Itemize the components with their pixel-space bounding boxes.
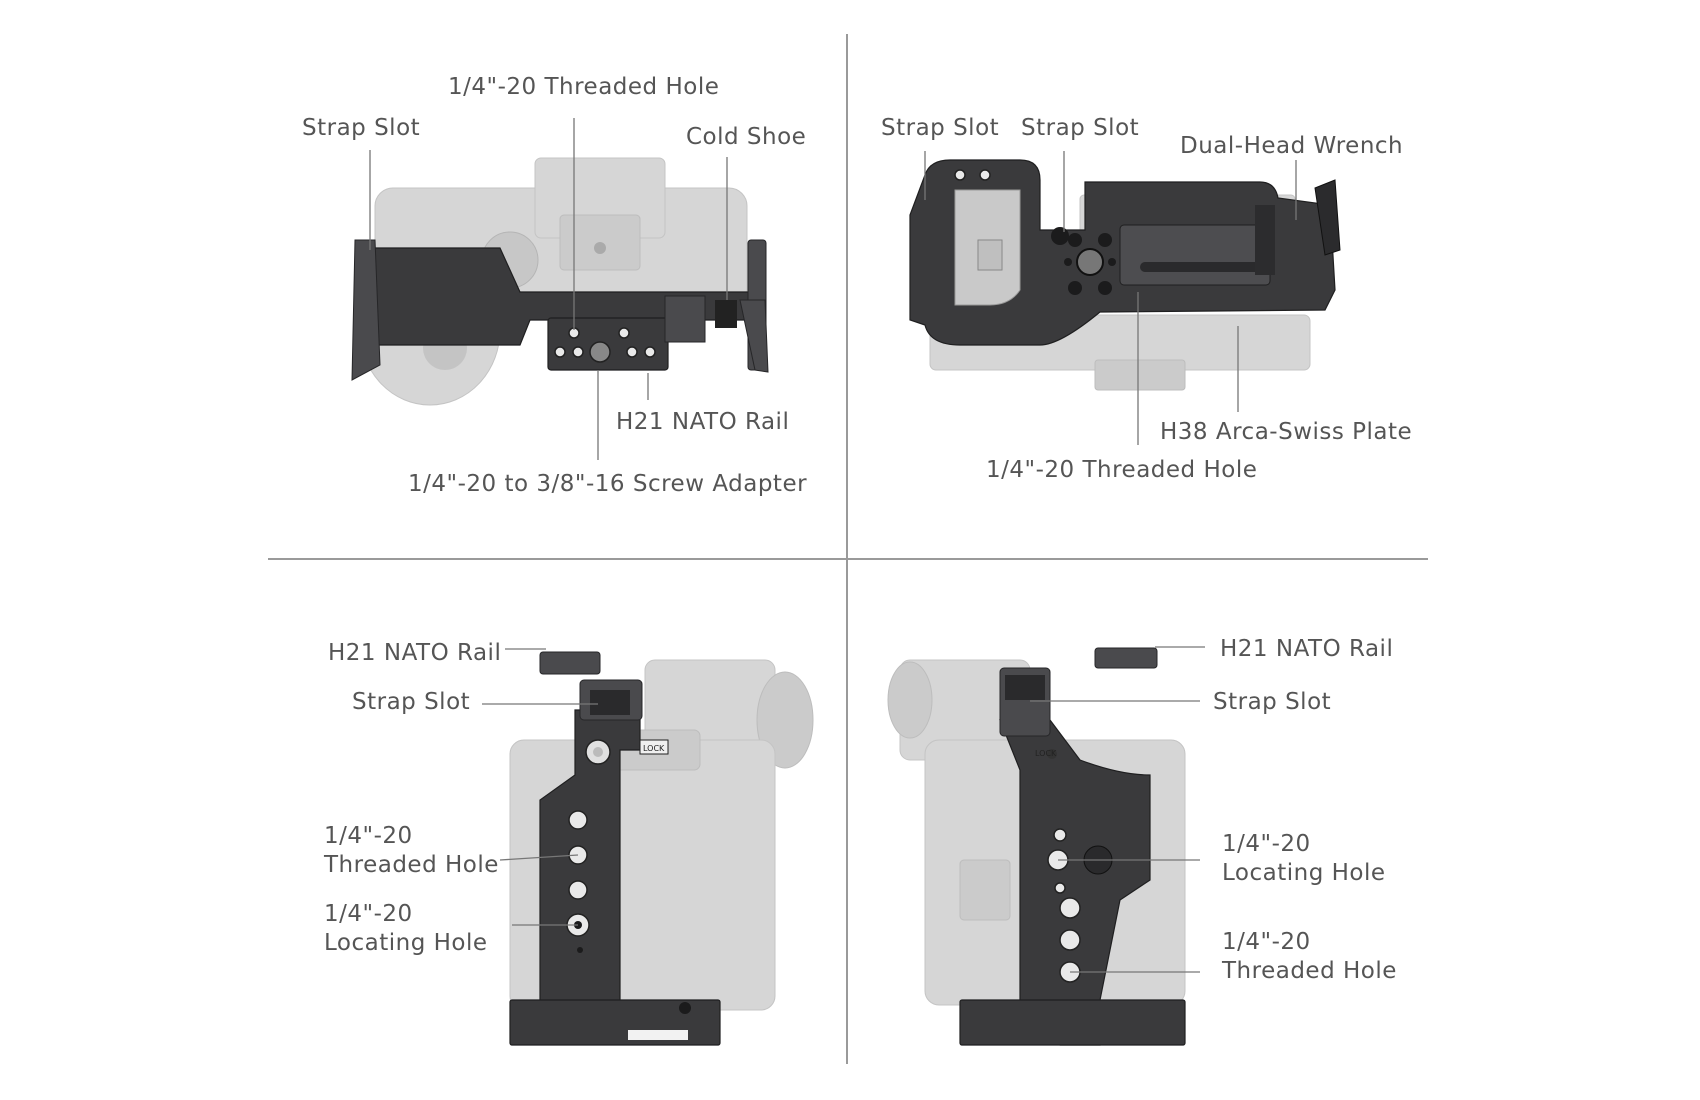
label-bottom-left-strap-slot: Strap Slot — [352, 689, 471, 715]
label-bottom-right-strap-slot: Strap Slot — [1213, 689, 1332, 715]
right-side-view-illustration: LOCK — [887, 647, 1186, 1046]
label-top-right-wrench: Dual-Head Wrench — [1180, 133, 1404, 159]
label-top-left-nato-rail: H21 NATO Rail — [616, 409, 790, 435]
label-bottom-right-locating-hole: 1/4"-20 Locating Hole — [1222, 831, 1386, 886]
label-top-right-strap-slot-2: Strap Slot — [1021, 115, 1140, 141]
label-top-right-threaded-hole: 1/4"-20 Threaded Hole — [986, 457, 1258, 483]
horizontal-divider — [268, 558, 1428, 560]
label-bottom-right-nato-rail: H21 NATO Rail — [1220, 636, 1394, 662]
top-view-illustration — [351, 157, 769, 406]
label-top-right-strap-slot-1: Strap Slot — [881, 115, 1000, 141]
label-bottom-right-threaded-hole: 1/4"-20 Threaded Hole — [1222, 929, 1397, 984]
label-bottom-left-nato-rail: H21 NATO Rail — [328, 640, 502, 666]
bottom-view-illustration — [909, 159, 1341, 391]
label-top-left-threaded-hole: 1/4"-20 Threaded Hole — [448, 74, 720, 100]
vertical-divider — [846, 34, 848, 1064]
label-top-left-strap-slot: Strap Slot — [302, 115, 421, 141]
label-top-left-screw-adapter: 1/4"-20 to 3/8"-16 Screw Adapter — [408, 471, 808, 497]
leader-lines — [369, 118, 1297, 973]
label-top-right-arca-plate: H38 Arca-Swiss Plate — [1160, 419, 1413, 445]
label-bottom-left-locating-hole: 1/4"-20 Locating Hole — [324, 901, 488, 956]
label-bottom-left-threaded-hole: 1/4"-20 Threaded Hole — [324, 823, 499, 878]
label-top-left-cold-shoe: Cold Shoe — [686, 124, 807, 150]
lock-text: LOCK — [643, 744, 665, 753]
lock-text: LOCK — [1035, 749, 1057, 758]
left-side-view-illustration: LOCK — [509, 651, 814, 1046]
